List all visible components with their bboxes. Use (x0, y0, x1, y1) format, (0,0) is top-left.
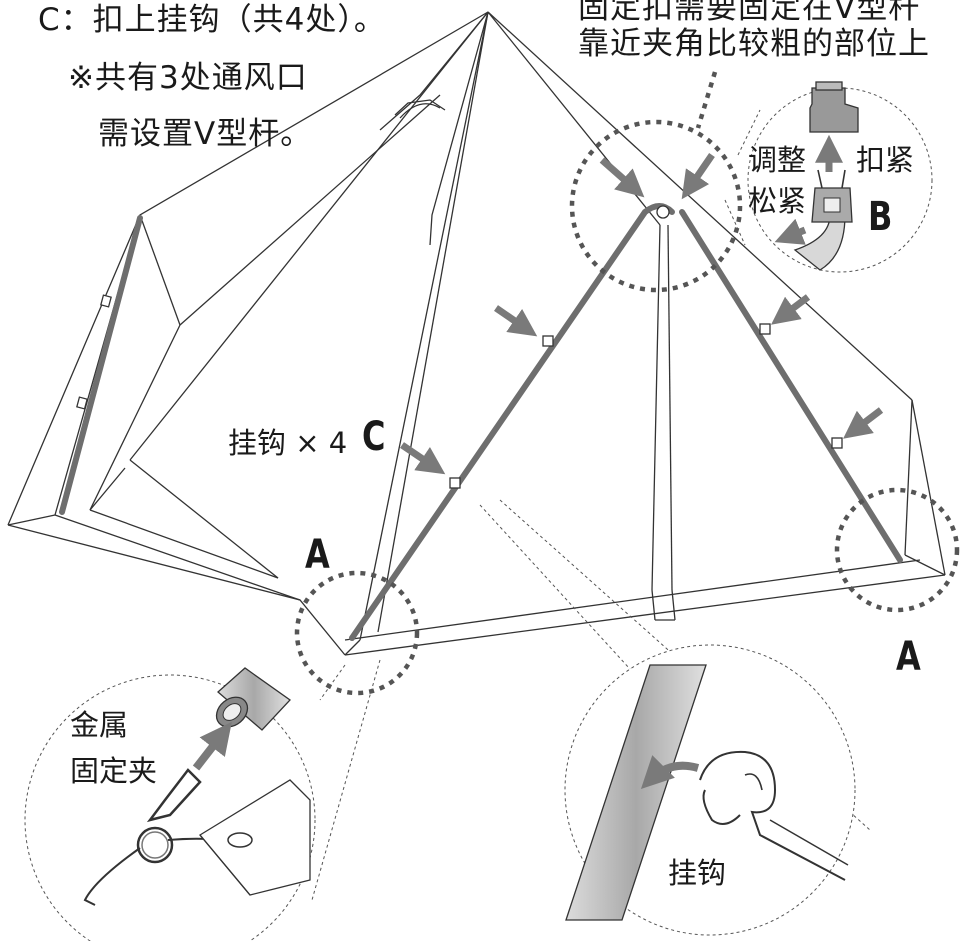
callout-circle-apex (569, 119, 743, 293)
arrow-hook-c (400, 442, 446, 475)
buckle-tighten-label: 扣紧 (856, 143, 915, 177)
buckle-adjust-label: 调整 (748, 143, 807, 177)
clip-label-line1: 金属 (70, 708, 129, 742)
poles (59, 203, 903, 641)
tent-body (7, 11, 946, 656)
callout-leader-apex (695, 71, 718, 129)
callout-circle-corner-right (834, 487, 960, 613)
vent-note-line1: ※共有3处通风口 (68, 60, 308, 96)
marker-c: C (362, 414, 386, 460)
clip-detail (24, 667, 316, 941)
top-note-line2: 靠近夹角比较粗的部位上 (578, 26, 930, 62)
marker-a-right: A (896, 634, 921, 680)
clip-label-line2: 固定夹 (70, 754, 158, 788)
marker-a-left: A (305, 532, 330, 578)
arrow-pole-right-lower (843, 407, 884, 439)
callout-circles (294, 71, 960, 696)
callout-circle-corner-left (294, 570, 420, 696)
buckle-detail (747, 81, 933, 273)
arrows (400, 153, 884, 475)
buckle-loosen-label: 松紧 (748, 184, 807, 218)
step-c-instruction: C：扣上挂钩（共4处）。 (38, 2, 386, 38)
arrow-pole-left-upper (494, 305, 538, 337)
arrow-apex-left (599, 157, 645, 198)
pole-joints (76, 205, 843, 489)
left-back-pole (59, 215, 143, 515)
pole-section (565, 664, 707, 921)
hook-detail-label: 挂钩 (668, 856, 727, 890)
vent-note-line2: 需设置V型杆。 (98, 116, 313, 152)
arrow-apex-right (681, 153, 715, 200)
front-v-pole-left (349, 203, 675, 641)
marker-b: B (868, 194, 893, 240)
hook-detail (564, 644, 856, 936)
arrow-pole-right-upper (771, 294, 811, 325)
top-note-line1: 固定扣需要固定在V型杆 (578, 0, 921, 26)
hook-count-label: 挂钩 × 4 (228, 426, 348, 460)
